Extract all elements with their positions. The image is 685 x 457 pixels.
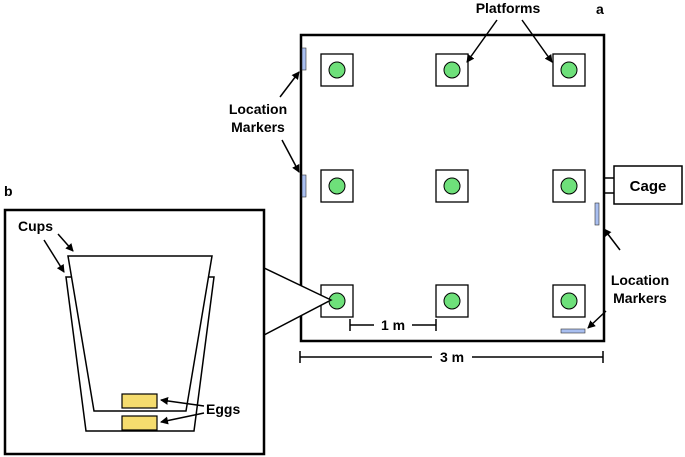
eggs-arrow-bottom <box>160 412 205 425</box>
panel-b-letter: b <box>4 183 13 199</box>
scale-3m-label: 3 m <box>440 349 464 365</box>
egg-bottom <box>121 415 158 431</box>
cups-label: Cups <box>18 218 53 234</box>
location-markers-left-line2: Markers <box>231 119 285 135</box>
location-markers-right-arrow-up <box>603 228 621 251</box>
panel-a-letter: a <box>596 1 604 17</box>
location-markers-right-arrow-down <box>587 310 607 329</box>
platform-cup-1-3 <box>560 61 578 79</box>
scale-1m-label: 1 m <box>381 317 405 333</box>
location-marker-bottom <box>560 328 586 334</box>
location-marker-left-middle <box>301 174 307 198</box>
eggs-arrow-top <box>160 397 205 407</box>
platform-cup-1-1 <box>328 61 346 79</box>
platform-cup-2-3 <box>560 177 578 195</box>
cage-label: Cage <box>630 178 667 195</box>
location-marker-right <box>594 202 600 226</box>
arena-outline <box>299 33 606 343</box>
egg-top <box>121 393 158 409</box>
platform-cup-1-2 <box>443 61 461 79</box>
location-markers-right-line2: Markers <box>613 290 667 306</box>
cage-box <box>613 165 683 205</box>
platforms-arrow-1 <box>466 19 498 63</box>
platform-cup-2-1 <box>328 177 346 195</box>
platform-cup-2-2 <box>443 177 461 195</box>
scale-bar-1m: 1 m <box>349 316 437 333</box>
cups-arrow-inner <box>57 233 74 252</box>
zoom-callout <box>263 266 333 337</box>
inner-cup <box>67 255 213 412</box>
cups-arrow-outer <box>43 239 65 273</box>
platforms-label: Platforms <box>476 0 541 16</box>
location-markers-right-line1: Location <box>611 272 669 288</box>
platforms-arrow-2 <box>521 19 553 63</box>
scale-bar-3m: 3 m <box>299 348 604 365</box>
eggs-label: Eggs <box>206 401 240 417</box>
platform-cup-3-3 <box>560 292 578 310</box>
platform-cup-3-1 <box>328 292 346 310</box>
location-markers-left-arrow-down <box>281 139 300 173</box>
platform-grid <box>320 53 586 318</box>
location-marker-left-top <box>301 47 307 71</box>
platform-1-1 <box>320 53 354 87</box>
location-markers-left-arrow-up <box>279 71 300 98</box>
platform-cup-3-2 <box>443 292 461 310</box>
location-markers-left-line1: Location <box>229 101 287 117</box>
